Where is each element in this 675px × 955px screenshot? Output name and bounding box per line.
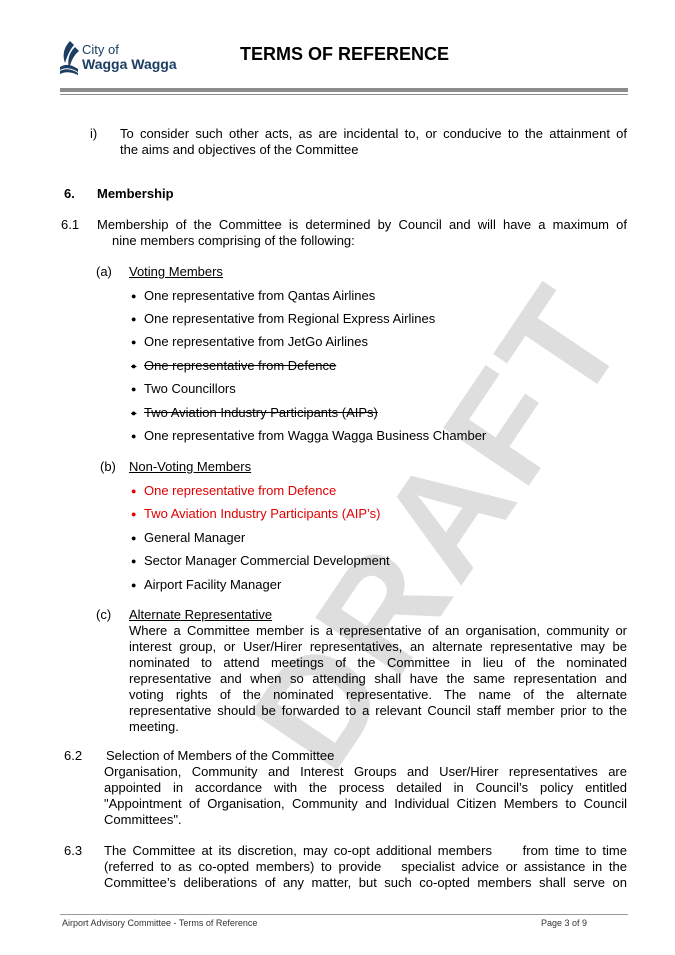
paragraph-line: meeting. xyxy=(129,719,179,734)
list-item-added: Two Aviation Industry Participants (AIP’… xyxy=(144,506,381,521)
bullet-icon: ● xyxy=(131,337,137,347)
paragraph-line: representative should be forwarded to a … xyxy=(129,703,627,718)
s63-number: 6.3 xyxy=(64,843,83,858)
footer-page-number: Page 3 of 9 xyxy=(541,918,588,928)
s62-heading: Selection of Members of the Committee xyxy=(106,748,335,763)
list-item: Two Councillors xyxy=(144,381,236,396)
bullet-icon: ● xyxy=(131,580,137,590)
nonvoting-marker: (b) xyxy=(100,459,116,474)
paragraph-line: interest group, or User/Hirer representa… xyxy=(129,639,627,654)
paragraph-line: nominated to attend meetings of the Comm… xyxy=(129,655,627,670)
bullet-icon: ● xyxy=(131,486,137,496)
bullet-icon: ● xyxy=(131,384,137,394)
paragraph-line: "Appointment of Organisation, Community … xyxy=(104,796,627,811)
alternate-heading: Alternate Representative xyxy=(129,607,273,622)
footer-rule xyxy=(60,914,628,915)
s62-number: 6.2 xyxy=(64,748,83,763)
list-item: Airport Facility Manager xyxy=(144,577,282,592)
bullet-icon: ● xyxy=(131,314,137,324)
list-item: General Manager xyxy=(144,530,246,545)
logo-text-line1: City of xyxy=(82,42,119,57)
header-rule-thin xyxy=(60,94,628,95)
city-logo: City of Wagga Wagga xyxy=(58,39,188,79)
list-item: One representative from Qantas Airlines xyxy=(144,288,376,303)
section-6-heading: Membership xyxy=(97,186,174,201)
s61-line2: nine members comprising of the following… xyxy=(112,233,355,248)
bird-logo-icon xyxy=(60,41,79,75)
item-i-line1: To consider such other acts, as are inci… xyxy=(120,126,627,141)
bullet-icon: ● xyxy=(131,556,137,566)
paragraph-line: (referred to as co-opted members) to pro… xyxy=(104,859,627,874)
paragraph-line: Committees". xyxy=(104,812,182,827)
paragraph-line: Organisation, Community and Interest Gro… xyxy=(104,764,627,779)
paragraph-line: Committee’s deliberations of any matter,… xyxy=(104,875,627,890)
voting-heading: Voting Members xyxy=(129,264,223,279)
bullet-icon: ● xyxy=(131,408,137,418)
paragraph-line: appointed in accordance with the process… xyxy=(104,780,627,795)
list-item: Sector Manager Commercial Development xyxy=(144,553,390,568)
bullet-icon: ● xyxy=(131,509,137,519)
s61-line1: Membership of the Committee is determine… xyxy=(97,217,627,232)
bullet-icon: ● xyxy=(131,533,137,543)
paragraph-line: Where a Committee member is a representa… xyxy=(129,623,627,638)
header-rule-thick xyxy=(60,88,628,92)
s61-number: 6.1 xyxy=(61,217,80,232)
item-i-marker: i) xyxy=(90,126,98,141)
bullet-icon: ● xyxy=(131,431,137,441)
paragraph-line: representative and when so attending sha… xyxy=(129,671,627,686)
logo-text-line2: Wagga Wagga xyxy=(82,56,177,72)
paragraph-line: voting rights of the nominated represent… xyxy=(129,687,627,702)
alternate-marker: (c) xyxy=(96,607,112,622)
page-title: TERMS OF REFERENCE xyxy=(240,44,450,64)
item-i-line2: the aims and objectives of the Committee xyxy=(120,142,359,157)
bullet-icon: ● xyxy=(131,361,137,371)
footer-left-text: Airport Advisory Committee - Terms of Re… xyxy=(62,918,258,928)
bullet-icon: ● xyxy=(131,291,137,301)
list-item-struck: One representative from Defence xyxy=(144,358,337,373)
nonvoting-heading: Non-Voting Members xyxy=(129,459,252,474)
voting-marker: (a) xyxy=(96,264,112,279)
paragraph-line: The Committee at its discretion, may co-… xyxy=(104,843,627,858)
section-6-number: 6. xyxy=(64,186,75,201)
list-item: One representative from JetGo Airlines xyxy=(144,334,368,349)
list-item: One representative from Wagga Wagga Busi… xyxy=(144,428,487,443)
list-item-struck: Two Aviation Industry Participants (AIPs… xyxy=(144,405,378,420)
list-item: One representative from Regional Express… xyxy=(144,311,436,326)
list-item-added: One representative from Defence xyxy=(144,483,337,498)
